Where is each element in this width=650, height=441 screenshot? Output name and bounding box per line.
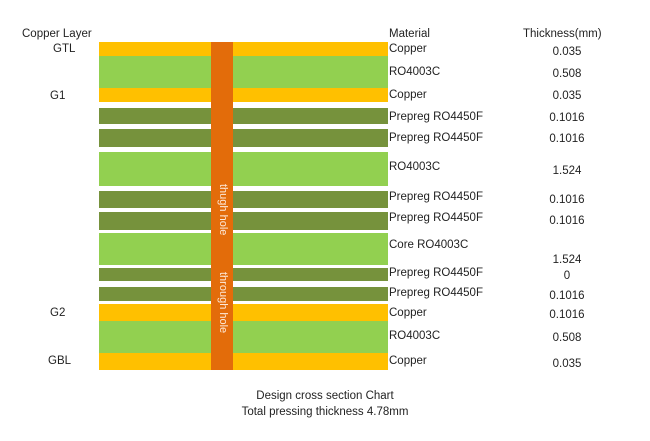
thickness-value: 0.1016 [549,290,585,302]
material-label: RO4003C [389,330,441,342]
material-label: Copper [389,43,427,55]
copper-layer-gtl: GTL [53,43,76,55]
material-label: Prepreg RO4450F [389,191,483,203]
layer-core [99,321,388,353]
layer-prepreg [99,129,388,147]
material-label: Prepreg RO4450F [389,111,483,123]
layer-copper [99,353,388,370]
copper-layer-g1: G1 [50,90,66,102]
layer-prepreg [99,108,388,124]
layer-core [99,152,388,186]
thickness-value: 0.1016 [549,133,585,145]
layer-core [99,56,388,88]
thickness-header: Thickness(mm) [523,28,602,40]
layer-copper [99,304,388,321]
thickness-value: 0.508 [552,68,582,80]
copper-layer-gbl: GBL [48,355,72,367]
thickness-value: 1.524 [552,254,582,266]
thickness-value: 0.1016 [549,309,585,321]
material-label: Copper [389,355,427,367]
layer-copper [99,88,388,102]
material-label: Prepreg RO4450F [389,267,483,279]
material-label: Prepreg RO4450F [389,132,483,144]
copper-layer-header: Copper Layer [22,28,92,40]
layer-prepreg [99,212,388,230]
layer-prepreg [99,268,388,281]
thickness-value: 0.035 [552,46,582,58]
material-label: Prepreg RO4450F [389,212,483,224]
caption-total: Total pressing thickness 4.78mm [241,406,409,418]
thickness-value: 0.035 [552,358,582,370]
thickness-value: 0.508 [552,332,582,344]
layer-copper [99,42,388,56]
material-header: Material [389,28,430,40]
thickness-value: 0.1016 [549,215,585,227]
material-label: Core RO4003C [389,239,469,251]
layer-core [99,233,388,265]
material-label: RO4003C [389,161,441,173]
copper-layer-g2: G2 [50,307,66,319]
material-label: RO4003C [389,66,441,78]
thickness-value: 0.035 [552,90,582,102]
hole-label-1: thugh hole [217,184,229,236]
material-label: Copper [389,89,427,101]
material-label: Prepreg RO4450F [389,287,483,299]
thickness-value: 0 [563,270,571,282]
thickness-value: 0.1016 [549,194,585,206]
thickness-value: 1.524 [552,165,582,177]
caption-title: Design cross section Chart [256,390,394,402]
layer-prepreg [99,287,388,301]
material-label: Copper [389,307,427,319]
layer-prepreg [99,191,388,208]
hole-label-2: through hole [217,272,229,334]
thickness-value: 0.1016 [549,112,585,124]
through-hole [211,42,233,370]
